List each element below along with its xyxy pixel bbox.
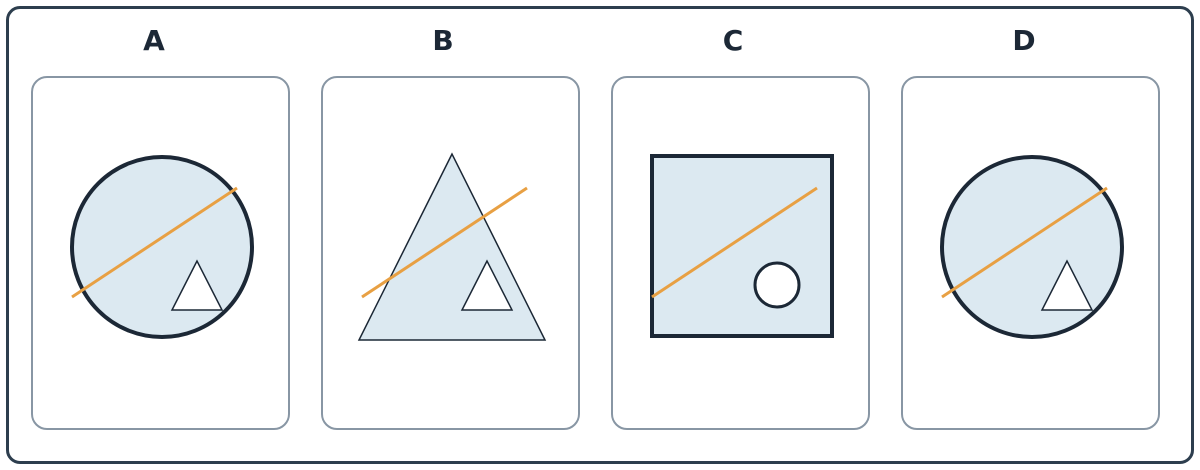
option-a-card[interactable] — [31, 76, 290, 430]
option-c-label: C — [722, 24, 744, 57]
option-b-label: B — [432, 24, 454, 57]
option-d-label: D — [1012, 24, 1036, 57]
option-a-figure — [70, 155, 254, 339]
outer-circle — [70, 155, 254, 339]
outer-circle — [940, 155, 1124, 339]
diagonal-line — [651, 186, 818, 299]
option-d-figure — [940, 155, 1124, 339]
option-d-card[interactable] — [901, 76, 1160, 430]
option-c-figure — [650, 154, 834, 338]
diagram-frame — [6, 6, 1194, 464]
option-b-figure — [357, 152, 547, 341]
inner-triangle — [460, 259, 514, 311]
inner-triangle — [1040, 259, 1094, 311]
inner-circle — [753, 261, 801, 309]
diagonal-line — [941, 186, 1108, 299]
outer-triangle — [357, 152, 547, 341]
diagonal-line — [361, 186, 528, 299]
inner-triangle — [170, 259, 224, 311]
option-c-card[interactable] — [611, 76, 870, 430]
diagonal-line — [71, 186, 238, 299]
option-a-label: A — [143, 24, 165, 57]
outer-square — [650, 154, 834, 338]
option-b-card[interactable] — [321, 76, 580, 430]
